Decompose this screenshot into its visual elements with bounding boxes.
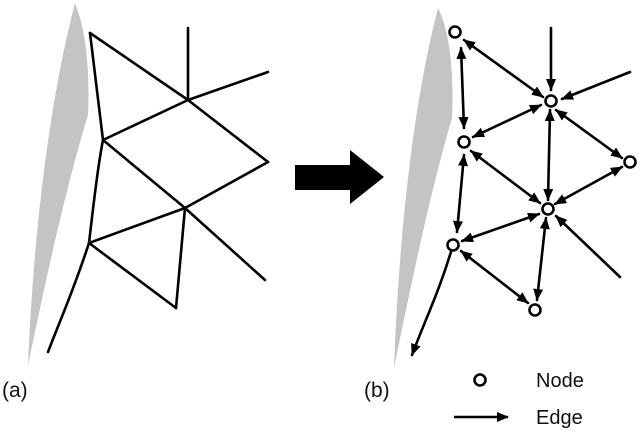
node <box>448 25 462 39</box>
boundary-curve-b <box>410 243 455 357</box>
legend-node-label: Node <box>536 370 584 392</box>
edge <box>554 108 624 160</box>
node <box>528 303 542 317</box>
graph-edges-b <box>410 26 632 357</box>
legend-edge-label: Edge <box>536 407 583 429</box>
edge <box>462 38 545 99</box>
legend-node-icon <box>473 373 487 387</box>
node <box>457 135 471 149</box>
boundary-shading-a <box>28 3 89 365</box>
edge <box>560 70 632 101</box>
edge <box>456 46 469 130</box>
edge <box>543 108 555 202</box>
edge <box>460 212 541 243</box>
node <box>544 94 558 108</box>
edge <box>453 153 468 234</box>
panel-b: (b) <box>364 8 637 402</box>
edge <box>553 165 624 206</box>
node <box>623 155 637 169</box>
edge <box>459 249 530 305</box>
edge <box>533 216 550 302</box>
node <box>541 202 555 216</box>
mesh-a <box>46 26 270 354</box>
legend: Node Edge <box>454 370 584 429</box>
edge <box>554 214 622 279</box>
panel-a: (a) <box>2 3 270 402</box>
edge <box>469 149 542 205</box>
transform-arrow <box>295 150 384 204</box>
edge <box>471 103 543 139</box>
panel-label-a: (a) <box>2 379 28 402</box>
boundary-shading-b <box>394 8 453 368</box>
panel-label-b: (b) <box>364 379 390 402</box>
graph-nodes-b <box>446 25 637 317</box>
node <box>446 238 460 252</box>
